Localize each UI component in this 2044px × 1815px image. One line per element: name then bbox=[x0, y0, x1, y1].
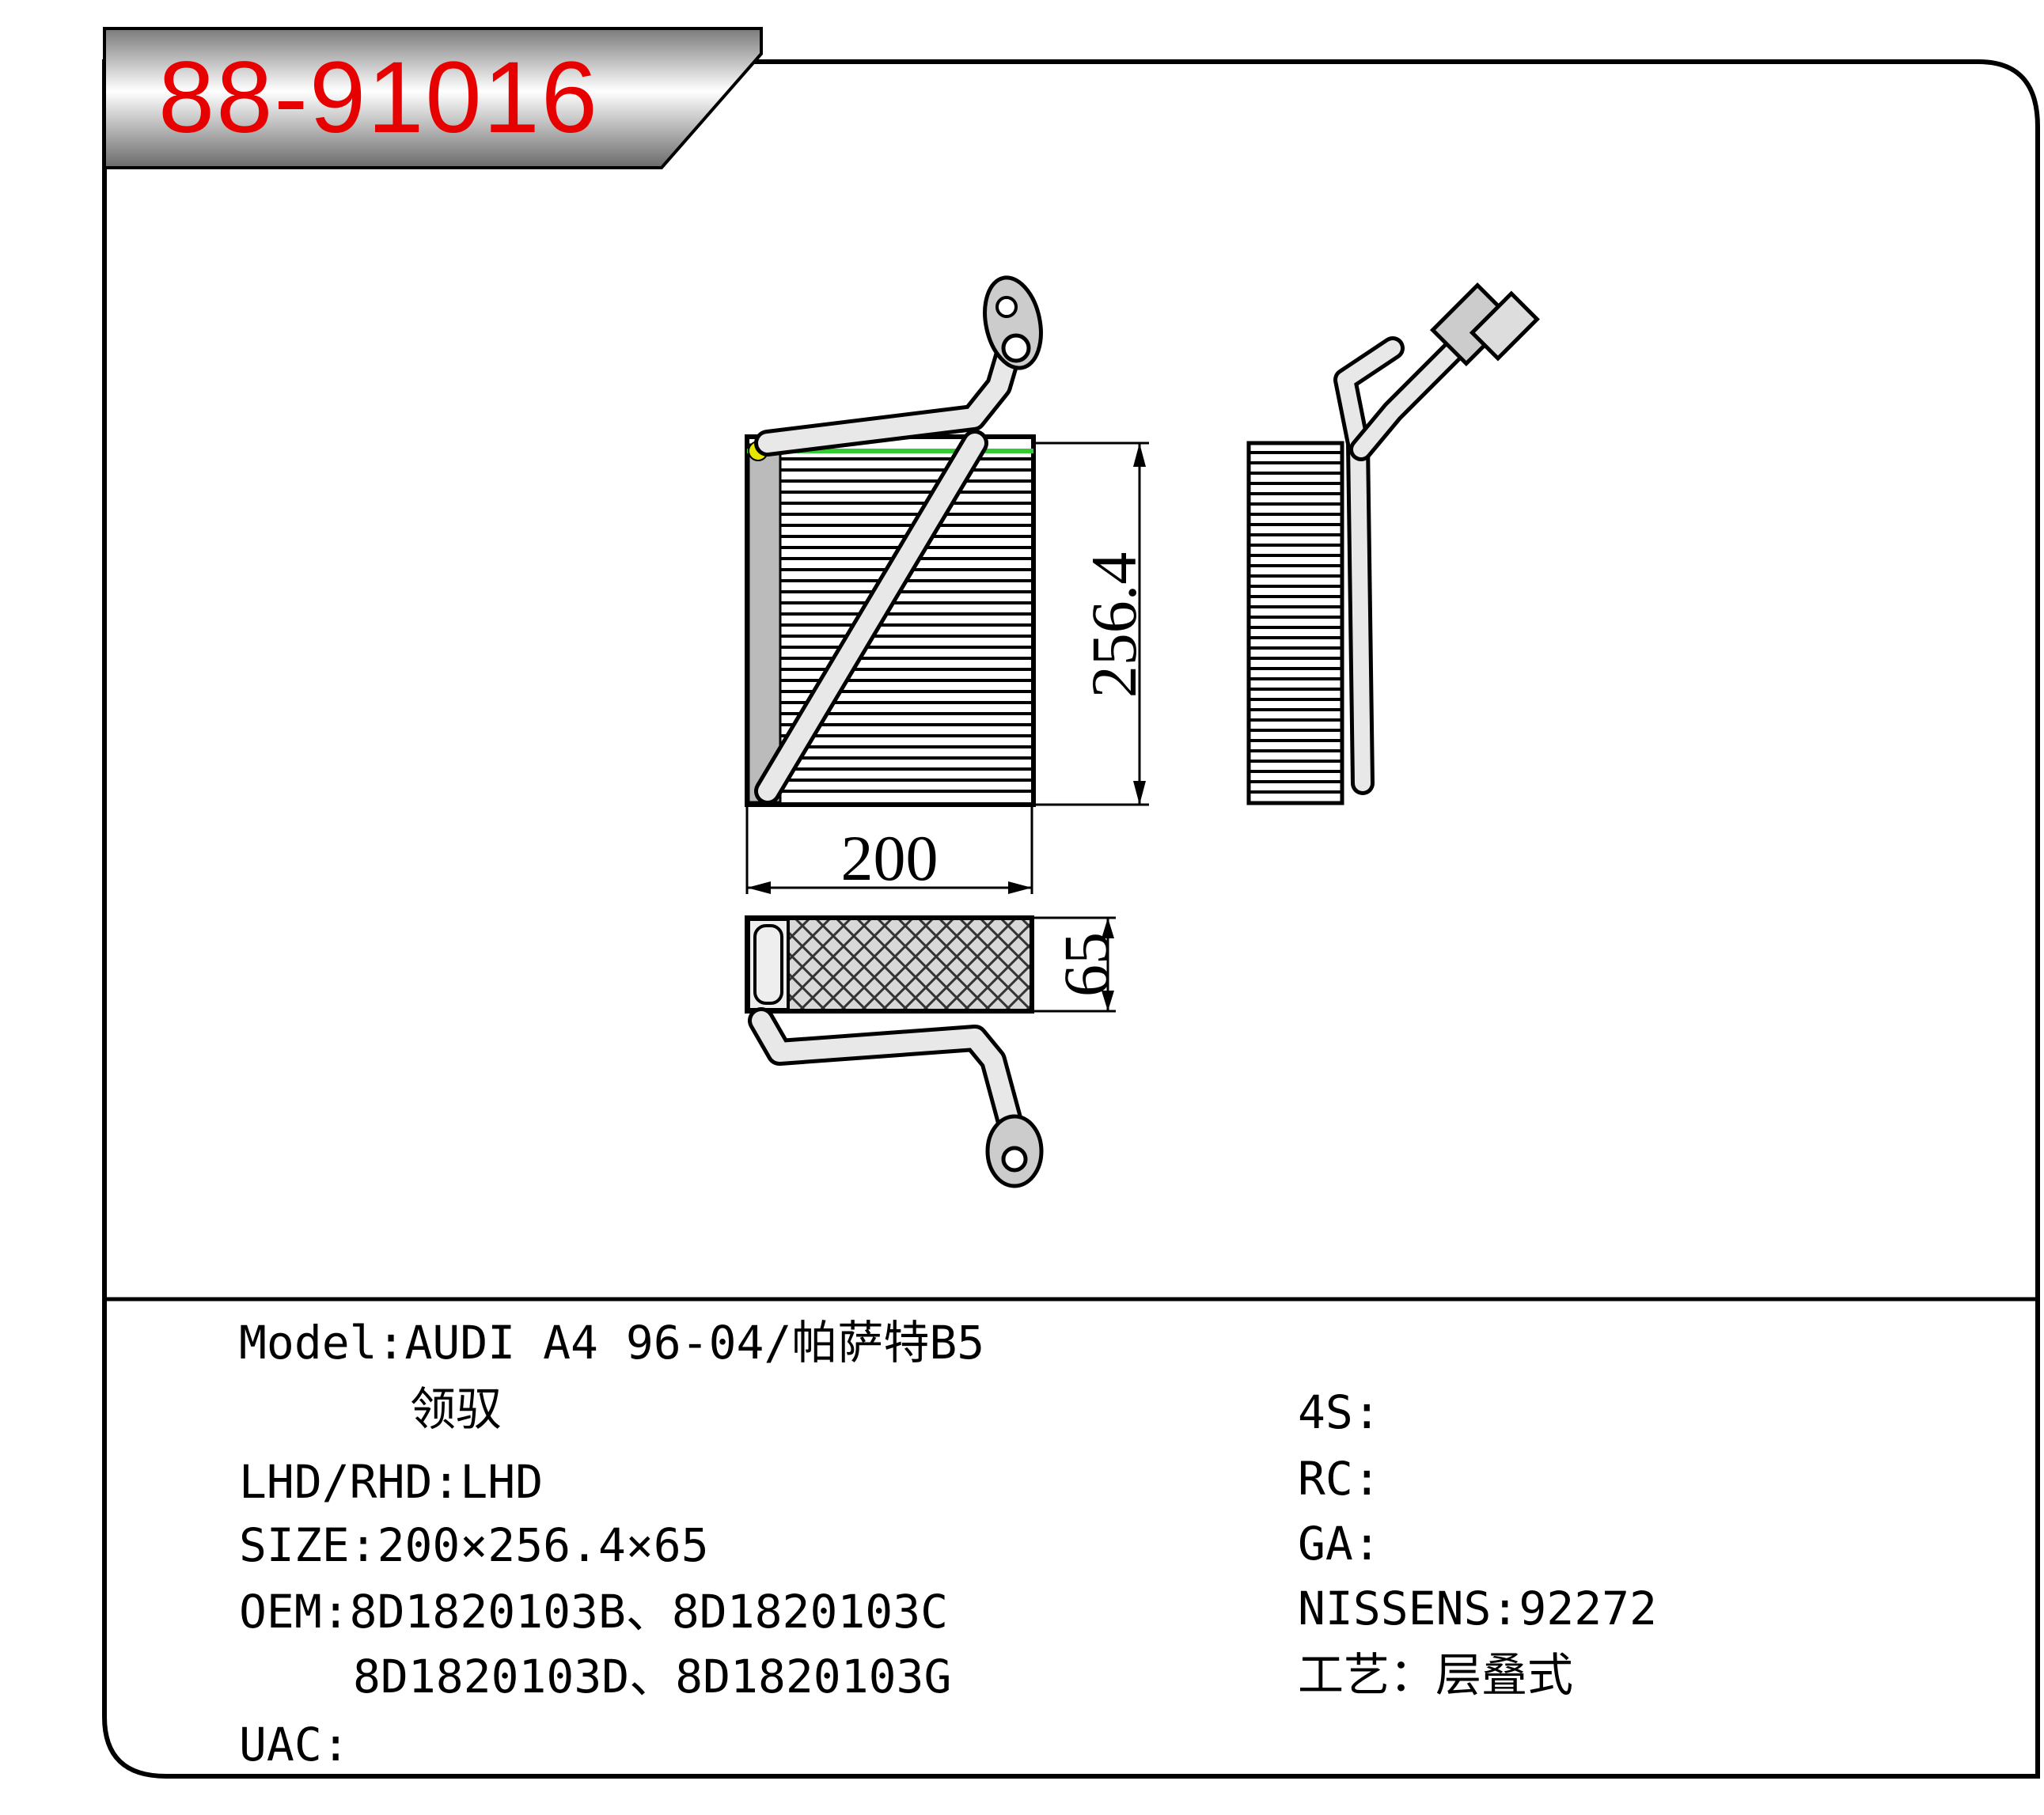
evaporator-top-view bbox=[745, 915, 1044, 1188]
height-dimension bbox=[1033, 441, 1149, 806]
evaporator-side-view bbox=[1246, 282, 1540, 805]
oem-line2: 8D1820103D、8D1820103G bbox=[353, 1650, 952, 1703]
process-spec: 工艺：层叠式 bbox=[1298, 1648, 1574, 1702]
rc-spec: RC: bbox=[1298, 1452, 1381, 1506]
4s-spec: 4S: bbox=[1298, 1385, 1381, 1439]
width-dimension bbox=[745, 805, 1033, 894]
model-line: Model:AUDI A4 96-04/帕萨特B5 bbox=[239, 1320, 984, 1366]
model-value-line2: 领驭 bbox=[410, 1382, 502, 1436]
uac-spec: UAC: bbox=[239, 1718, 350, 1771]
part-number: 88-91016 bbox=[158, 41, 599, 154]
ga-spec: GA: bbox=[1298, 1517, 1381, 1571]
lhd-rhd: LHD/RHD:LHD bbox=[239, 1455, 544, 1509]
dim-height: 256.4 bbox=[1078, 552, 1150, 699]
depth-dimension bbox=[1032, 916, 1116, 1013]
header-tab bbox=[103, 27, 763, 169]
oem-line1: OEM:8D1820103B、8D1820103C bbox=[239, 1585, 949, 1639]
dim-depth: 65 bbox=[1050, 932, 1122, 997]
nissens-spec: NISSENS:92272 bbox=[1298, 1582, 1657, 1635]
size-spec: SIZE:200×256.4×65 bbox=[239, 1518, 709, 1572]
outer-border bbox=[102, 59, 2040, 1779]
model-label: Model: bbox=[239, 1316, 405, 1370]
model-value: AUDI A4 96-04/帕萨特B5 bbox=[404, 1316, 985, 1370]
dim-width: 200 bbox=[841, 822, 939, 894]
evaporator-front-view bbox=[745, 275, 1043, 807]
